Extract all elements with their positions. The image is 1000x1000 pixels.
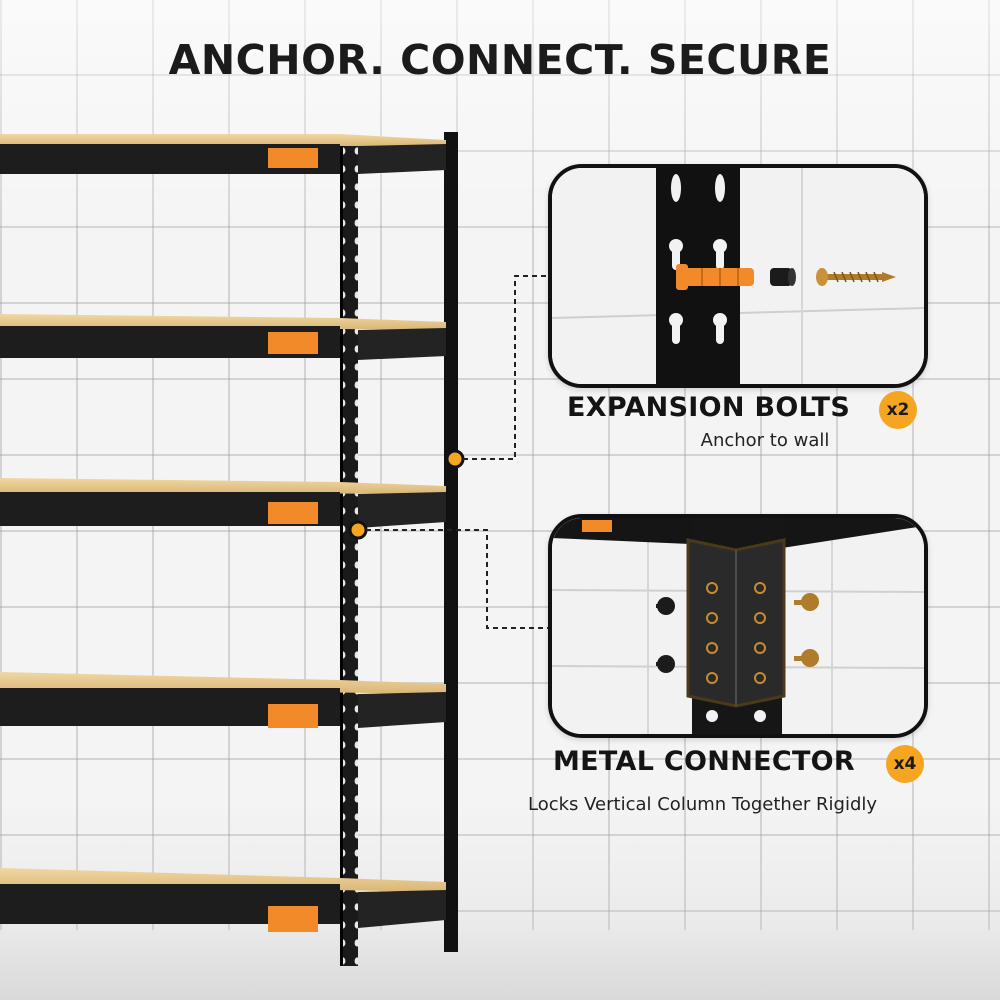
shelf-level-2 [0, 314, 446, 360]
metal-connector-title: METAL CONNECTOR [553, 746, 856, 777]
shelf-level-1 [0, 134, 446, 174]
metal-connector-quantity-badge: x4 [886, 745, 924, 783]
metal-connector-subtitle: Locks Vertical Column Together Rigidly [528, 794, 878, 815]
metal-connector-closeup [548, 514, 928, 738]
expansion-bolts-quantity-badge: x2 [879, 391, 917, 429]
shelf-level-4 [0, 672, 446, 728]
expansion-bolts-closeup [548, 164, 928, 388]
expansion-bolts-subtitle: Anchor to wall [700, 430, 830, 451]
shelf-level-5 [0, 868, 446, 932]
shelf-level-3 [0, 478, 446, 528]
metal-connector-icon [552, 518, 924, 734]
expansion-bolts-title: EXPANSION BOLTS [567, 392, 851, 423]
floor [0, 930, 1000, 1000]
expansion-bolt-icon [552, 168, 924, 384]
headline: ANCHOR. CONNECT. SECURE [168, 36, 832, 84]
